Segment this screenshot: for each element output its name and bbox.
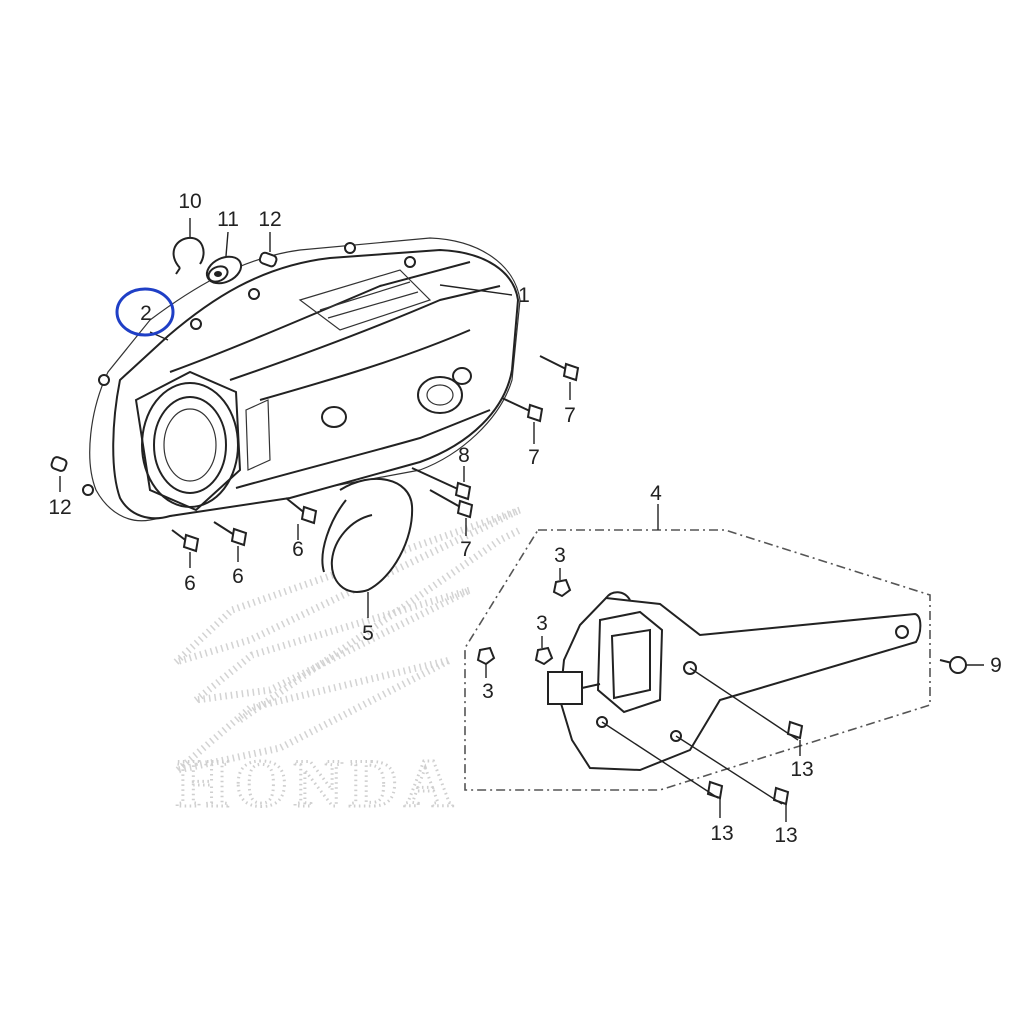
callout-13: 13 — [710, 822, 733, 845]
callout-6: 6 — [232, 565, 244, 588]
dowel-pin-top — [258, 251, 278, 268]
callout-13: 13 — [774, 824, 797, 847]
callout-7: 7 — [564, 404, 576, 427]
watermark-wordmark: HONDA — [176, 745, 459, 821]
callout-12: 12 — [258, 208, 281, 231]
bracket-guard-part — [547, 591, 922, 772]
callout-7: 7 — [460, 538, 472, 561]
callout-13: 13 — [790, 758, 813, 781]
callout-1: 1 — [518, 284, 530, 307]
callout-4: 4 — [650, 482, 662, 505]
callout-3: 3 — [536, 612, 548, 635]
bolts — [171, 355, 580, 553]
part-4-group-frame — [464, 529, 931, 791]
callout-11: 11 — [217, 208, 239, 231]
callout-9: 9 — [990, 654, 1002, 677]
nut-parts — [476, 578, 572, 666]
callout-labels: 1 2 3 3 3 4 5 6 6 6 7 7 7 8 9 10 11 12 1… — [48, 190, 1002, 847]
bearing-part — [205, 255, 243, 285]
highlight-circle — [115, 287, 175, 337]
circlip-part — [172, 236, 205, 275]
callout-5: 5 — [362, 622, 374, 645]
callout-2: 2 — [140, 302, 152, 325]
callout-10: 10 — [178, 190, 201, 213]
callout-8: 8 — [458, 444, 470, 467]
callout-12: 12 — [48, 496, 71, 519]
dowel-pin-left — [50, 456, 68, 472]
honda-wing-logo: HONDA — [173, 506, 522, 823]
callout-7: 7 — [528, 446, 540, 469]
left-crankcase-cover — [82, 237, 521, 522]
callout-3: 3 — [482, 680, 494, 703]
callout-6: 6 — [292, 538, 304, 561]
leader-lines — [59, 218, 984, 822]
seal-ring-part — [321, 477, 414, 593]
callout-3: 3 — [554, 544, 566, 567]
callout-6: 6 — [184, 572, 196, 595]
